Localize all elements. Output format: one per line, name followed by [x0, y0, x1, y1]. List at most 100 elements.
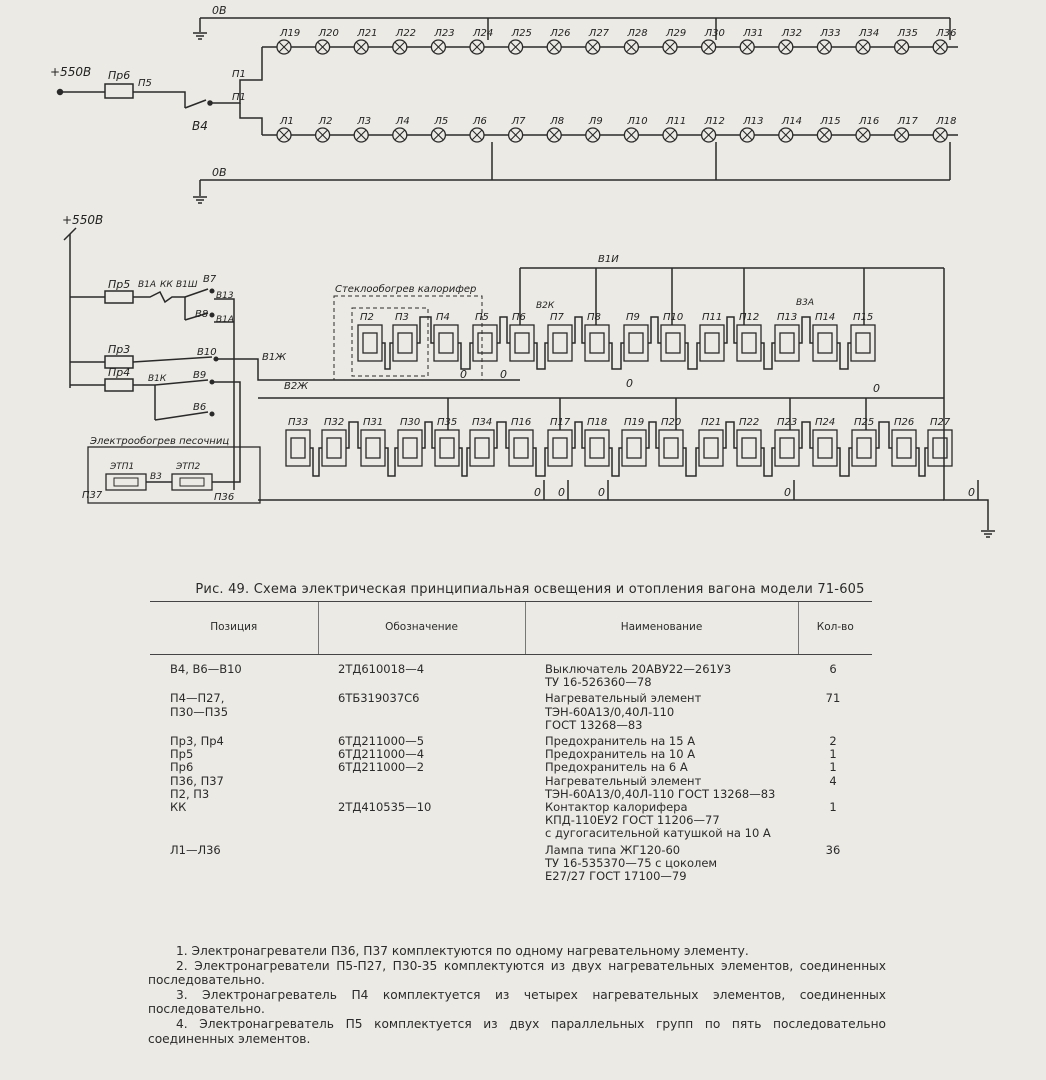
- lamp-symbol: [623, 39, 640, 55]
- branch-bottom: [239, 103, 263, 135]
- lamp-symbol: [546, 127, 562, 143]
- zero-label-top: 0В: [212, 4, 227, 17]
- heater-element: [508, 429, 534, 467]
- cell-name: Предохранитель на 10 А: [545, 747, 696, 762]
- heater-wire: [648, 316, 661, 344]
- zero-mark: 0: [558, 486, 565, 499]
- fuse-label: Пр4: [108, 366, 130, 379]
- cell-name: Контактор калорифера КПД-110ЕУ2 ГОСТ 112…: [545, 800, 771, 841]
- heater-label: П2: [360, 312, 374, 323]
- heater-element: [774, 324, 800, 362]
- heater-wire: [876, 421, 892, 449]
- lamp-symbol: [893, 127, 910, 143]
- note-item: 2. Электронагреватели П5-П27, П30-35 ком…: [148, 958, 886, 988]
- heater-wire: [382, 342, 393, 370]
- heater-element: [851, 429, 877, 467]
- heater-wire: [916, 447, 928, 477]
- table-row: Пр5 6ТД211000—4 Предохранитель на 10 А 1: [150, 748, 872, 761]
- heater-wire: [534, 342, 548, 370]
- cell-position: Пр5: [170, 747, 194, 762]
- lamp-symbol: [430, 39, 447, 55]
- fuse-label: Пр3: [108, 343, 130, 356]
- dashed-group-box: [351, 307, 429, 377]
- fuse-symbol: [104, 290, 134, 304]
- cell-designation: 6ТБ319037С6: [338, 691, 420, 706]
- wire-label: П1: [232, 92, 246, 103]
- lamp-label: Л36: [935, 28, 956, 39]
- switch-label: В10: [197, 347, 217, 358]
- heater-element: [472, 324, 498, 362]
- lamp-symbol: [778, 39, 794, 55]
- heater-label: П25: [854, 417, 874, 428]
- switch-blade: [184, 99, 207, 109]
- wire-label: В1А: [138, 280, 156, 290]
- lamp-symbol: [816, 39, 833, 55]
- contactor-symbol: [133, 290, 185, 304]
- heater-element: [698, 429, 724, 467]
- heater-wire: [724, 316, 737, 344]
- heater-label: П12: [739, 312, 759, 323]
- heater-label: П23: [777, 417, 797, 428]
- heater-element: [812, 429, 838, 467]
- heater-element: [469, 429, 495, 467]
- heater-label: П24: [815, 417, 835, 428]
- heater-label: П14: [815, 312, 835, 323]
- wire-label: В2К: [536, 301, 555, 311]
- heater-wire: [837, 342, 851, 370]
- heater-label: П30: [400, 417, 420, 428]
- lamp-label: Л18: [935, 116, 956, 127]
- cell-designation: 2ТД610018—4: [338, 662, 425, 676]
- lamp-symbol: [739, 39, 755, 55]
- table-row: Пр3, Пр4 6ТД211000—5 Предохранитель на 1…: [150, 732, 872, 748]
- switch-blade: [154, 379, 209, 386]
- supply-voltage-label: +550В: [50, 65, 91, 79]
- heater-element: [433, 324, 459, 362]
- heater-label: П31: [363, 417, 383, 428]
- note-item: 4. Электронагреватель П5 комплектуется и…: [148, 1016, 886, 1046]
- zero-mark: 0: [500, 368, 507, 381]
- heater-element: [392, 324, 418, 362]
- switch-contact: [209, 288, 215, 294]
- fuse-label: Пр6: [108, 69, 130, 82]
- sand-heater: [171, 473, 213, 491]
- switch-blade: [154, 411, 209, 421]
- heater-label: П11: [702, 312, 722, 323]
- heater-wire: [494, 421, 509, 449]
- lamp-label: Л7: [511, 116, 527, 127]
- heater-label: П35: [437, 417, 457, 428]
- sand-heater: [105, 473, 147, 491]
- cell-designation: 6ТД211000—2: [338, 760, 425, 775]
- table-row: КК 2ТД410535—10 Контактор калорифера КПД…: [150, 800, 872, 841]
- group-label: Стеклообогрев калорифер: [335, 283, 476, 295]
- lamp-symbol: [546, 39, 562, 55]
- table-row: П36, П37 П2, П3 Нагревательный элемент Т…: [150, 773, 872, 801]
- cell-name: Нагревательный элемент ТЭН-60А13/0,40Л-1…: [545, 773, 776, 801]
- heater-wire: [837, 447, 852, 477]
- cell-name: Нагревательный элемент ТЭН-60А13/0,40Л-1…: [545, 691, 702, 732]
- lamp-symbol: [700, 39, 717, 55]
- lamp-symbol: [855, 127, 871, 143]
- lamp-symbol: [353, 127, 369, 143]
- table-row: Пр6 6ТД211000—2 Предохранитель на 6 А 1: [150, 761, 872, 774]
- heater-element: [357, 324, 383, 362]
- lamp-label: Л21: [356, 28, 377, 39]
- ground-symbol: [193, 196, 207, 204]
- heater-label: П5: [475, 312, 489, 323]
- fuse-symbol: [104, 83, 134, 99]
- heater-element: [850, 324, 876, 362]
- lamp-label: Л20: [318, 28, 339, 39]
- heater-wire: [458, 342, 473, 370]
- wire-label: В1Ш: [176, 280, 198, 290]
- heater-label: П27: [930, 417, 951, 428]
- wire-label: В3А: [796, 298, 814, 308]
- cell-designation: [318, 841, 525, 884]
- heater-element: [547, 429, 573, 467]
- supply-terminal: [56, 88, 64, 96]
- lamp-symbol: [507, 39, 524, 55]
- heater-element: [547, 324, 573, 362]
- dashed-group-box: [333, 295, 483, 381]
- lamp-label: Л11: [665, 116, 686, 127]
- lamp-label: Л30: [704, 28, 725, 39]
- heater-element: [321, 429, 347, 467]
- heater-wire: [609, 447, 622, 477]
